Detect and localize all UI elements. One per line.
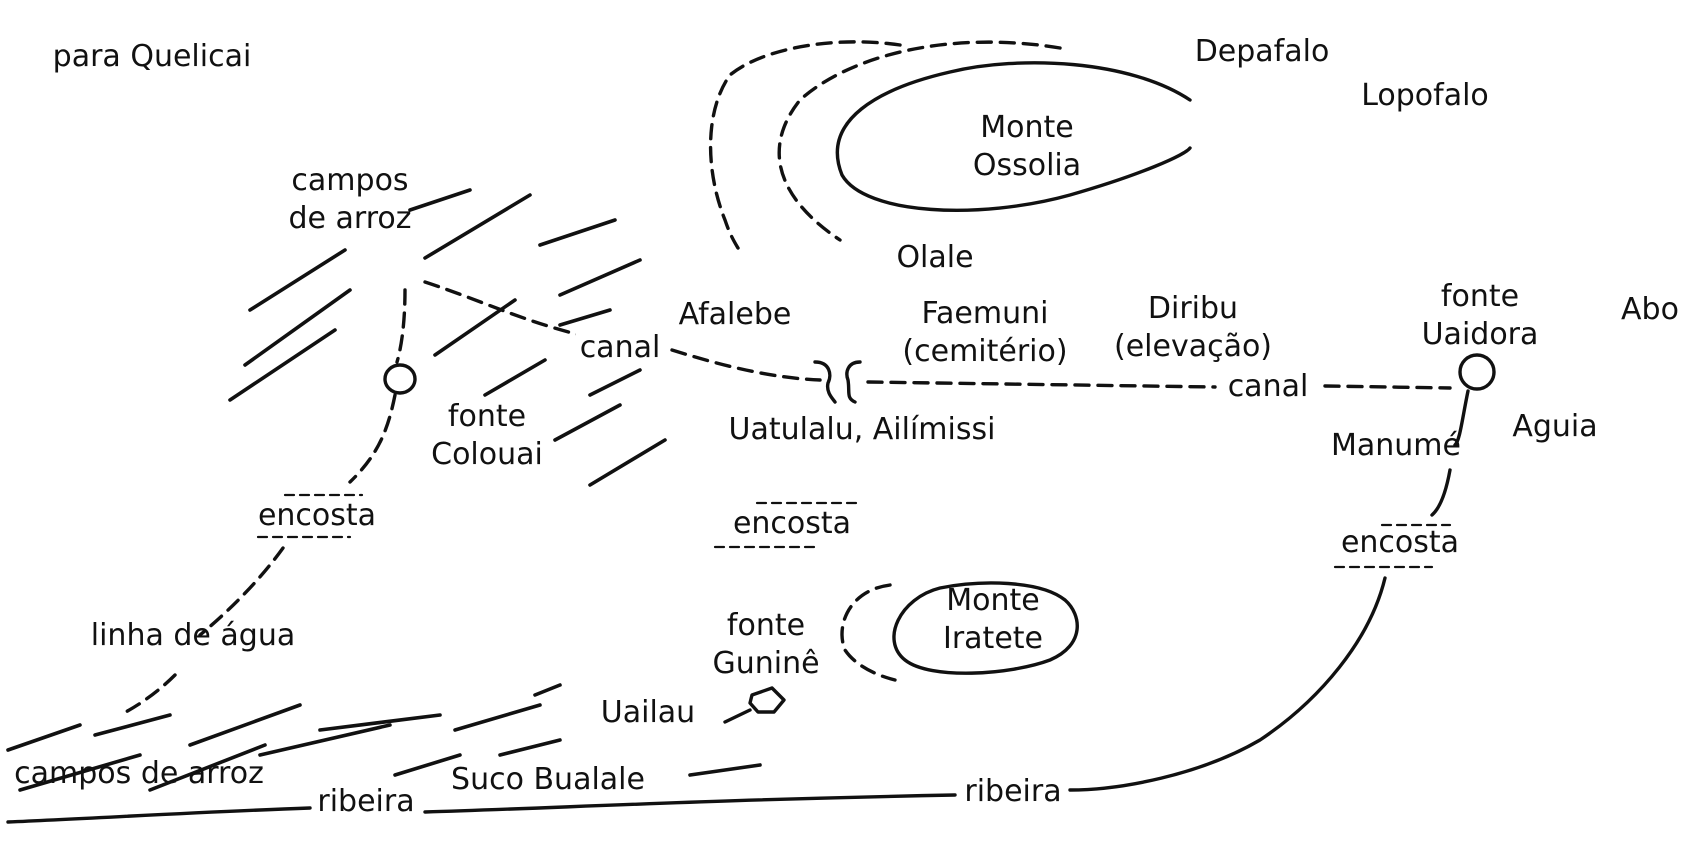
label-depafalo: Depafalo (1194, 34, 1330, 69)
ossolia-middle-contour (777, 40, 1062, 242)
iratete-outer-contour (840, 583, 897, 682)
fonte-gunine-spring (748, 686, 786, 714)
canal-bracket-right (845, 360, 862, 404)
label-fonte-uaidora-line2: Uaidora (1421, 317, 1539, 352)
label-fonte-colouai-line1: fonte (447, 399, 527, 434)
rice-field-hatching-top (228, 188, 667, 487)
fonte-gunine-outflow (723, 708, 752, 724)
label-monte-iratete-line2: Iratete (942, 621, 1044, 656)
label-uatulalu-ailimissi: Uatulalu, Ailímissi (728, 412, 996, 447)
monte-ossolia-contours (708, 40, 1192, 250)
ribeira-line (6, 793, 957, 824)
label-faemuni-line1: Faemuni (921, 296, 1049, 331)
label-linha-de-agua: linha de água (90, 618, 296, 653)
water-line-right (1068, 389, 1470, 792)
label-ribeira-right: ribeira (964, 774, 1062, 809)
fonte-colouai-spring (383, 363, 417, 395)
label-canal-right: canal (1223, 368, 1313, 406)
label-suco-bualale: Suco Bualale (451, 762, 645, 797)
label-diribu-line1: Diribu (1147, 291, 1239, 326)
label-aguia: Aguia (1512, 409, 1598, 444)
label-ribeira-left: ribeira (317, 784, 415, 819)
label-encosta-left: encosta (257, 498, 377, 533)
label-fonte-uaidora: fonte Uaidora (1422, 278, 1539, 354)
label-fonte-colouai-line2: Colouai (431, 437, 543, 472)
label-faemuni: Faemuni (cemitério) (902, 295, 1067, 371)
label-uailau: Uailau (600, 695, 696, 730)
label-fonte-gunine-line1: fonte (726, 608, 806, 643)
label-afalebe: Afalebe (678, 297, 792, 332)
fonte-uaidora-spring (1458, 353, 1496, 391)
ossolia-inner-contour (835, 61, 1192, 212)
label-monte-iratete-line1: Monte (946, 583, 1040, 618)
label-campos-arroz-top: campos de arroz (288, 162, 411, 238)
label-lopofalo: Lopofalo (1361, 78, 1489, 113)
label-campos-arroz-top-line2: de arroz (288, 201, 412, 236)
label-diribu-line2: (elevação) (1113, 329, 1273, 364)
label-monte-ossolia: Monte Ossolia (973, 109, 1081, 185)
label-encosta-center: encosta (732, 506, 852, 541)
label-faemuni-line2: (cemitério) (902, 334, 1068, 369)
label-encosta-right: encosta (1340, 525, 1460, 560)
label-fonte-uaidora-line1: fonte (1440, 279, 1520, 314)
label-monte-iratete: Monte Iratete (943, 582, 1043, 658)
ossolia-outer-contour (708, 40, 902, 250)
label-campos-arroz-top-line1: campos (291, 163, 409, 198)
label-para-quelicai: para Quelicai (52, 39, 252, 74)
monte-iratete-contours (840, 581, 1079, 682)
iratete-inner-contour (892, 581, 1079, 675)
canal-right-segment (866, 380, 1217, 389)
encosta-markers (256, 493, 1452, 569)
label-olale: Olale (896, 240, 974, 275)
label-monte-ossolia-line2: Ossolia (972, 148, 1082, 183)
canal-far-right-segment (1323, 384, 1452, 390)
label-fonte-gunine: fonte Guninê (712, 607, 819, 683)
canal-middle-segment (670, 348, 822, 382)
label-fonte-gunine-line2: Guninê (712, 646, 820, 681)
label-campos-arroz-bottom: campos de arroz (14, 756, 264, 791)
canal-lines (423, 280, 1452, 404)
label-manume: Manumé (1331, 428, 1461, 463)
canal-left-segment (423, 280, 582, 337)
label-diribu: Diribu (elevação) (1114, 290, 1272, 366)
label-abo: Abo (1621, 292, 1679, 327)
label-fonte-colouai: fonte Colouai (431, 398, 543, 474)
water-line-left (118, 288, 407, 717)
canal-bracket-left (813, 360, 837, 404)
label-monte-ossolia-line1: Monte (980, 110, 1074, 145)
label-canal-left: canal (575, 329, 665, 367)
rice-field-hatching-bottom (6, 683, 762, 792)
